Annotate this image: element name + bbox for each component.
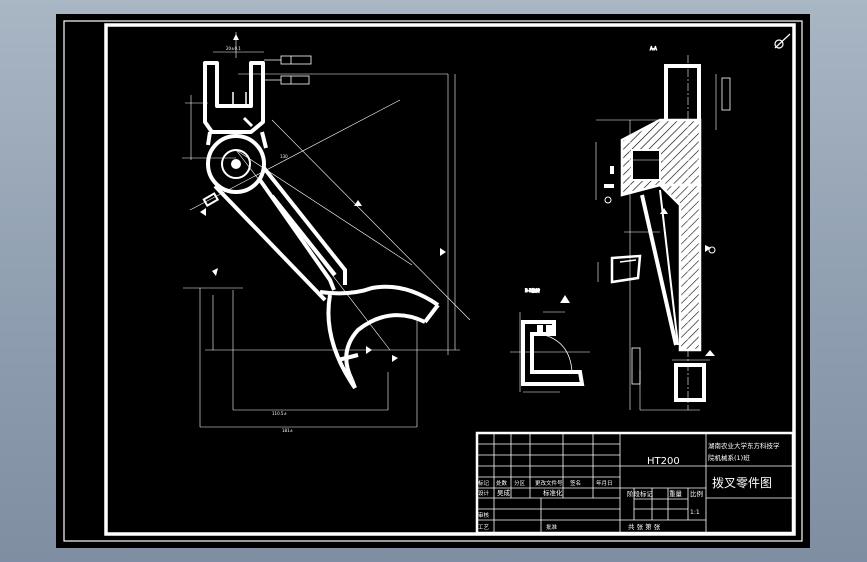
rev-col-sign: 签名 xyxy=(570,479,581,487)
rev-col-zone: 分区 xyxy=(514,479,526,487)
section-view-bb: B-B旋转 xyxy=(510,287,590,393)
roughness-symbol-icon xyxy=(774,33,791,49)
stage-mark-label: 阶段标记 xyxy=(627,489,654,498)
weight-label: 重量 xyxy=(669,490,683,498)
scale-value: 1:1 xyxy=(690,509,700,516)
main-view-dimension-texts: 20±0.1 110.5± 181± 130 xyxy=(226,46,293,433)
sheet-info: 共 张 第 张 xyxy=(628,522,661,531)
dim-top-width: 20±0.1 xyxy=(226,46,241,51)
review-label: 审核 xyxy=(478,511,490,519)
main-view-fork xyxy=(182,32,471,428)
dim-angle: 130 xyxy=(280,154,288,159)
section-label: A-A xyxy=(650,46,657,51)
dimension-lines xyxy=(190,51,456,428)
rev-col-date: 年月日 xyxy=(596,479,613,487)
detail-label: B-B旋转 xyxy=(525,287,540,293)
process-label: 工艺 xyxy=(478,524,490,531)
designer-name: 吴成 xyxy=(497,488,511,497)
rev-col-docnum: 更改文件号 xyxy=(535,479,563,487)
drawing-frame xyxy=(104,23,796,536)
sheet-border-outer xyxy=(63,20,803,542)
design-label: 设计 xyxy=(478,489,490,497)
section-view-aa: A-A xyxy=(595,46,731,411)
standardization-label: 标准化 xyxy=(543,488,563,497)
school-name-line2: 院机械系(1)班 xyxy=(708,453,750,462)
rev-col-count: 处数 xyxy=(496,479,508,487)
approve-label: 批准 xyxy=(546,523,558,531)
material-label: HT200 xyxy=(647,456,680,467)
rev-col-mark: 标记 xyxy=(478,479,490,487)
scale-label: 比例 xyxy=(690,489,703,498)
dim-inner-width: 110.5± xyxy=(272,411,287,416)
dim-total-width: 181± xyxy=(282,428,293,433)
title-block: HT200 湖南农业大学东方科技学 院机械系(1)班 拨叉零件图 标记 处数 分… xyxy=(475,431,795,535)
tolerance-frame-1 xyxy=(264,55,312,85)
school-name-line1: 湖南农业大学东方科技学 xyxy=(708,441,780,450)
drawing-title: 拨叉零件图 xyxy=(712,476,772,490)
